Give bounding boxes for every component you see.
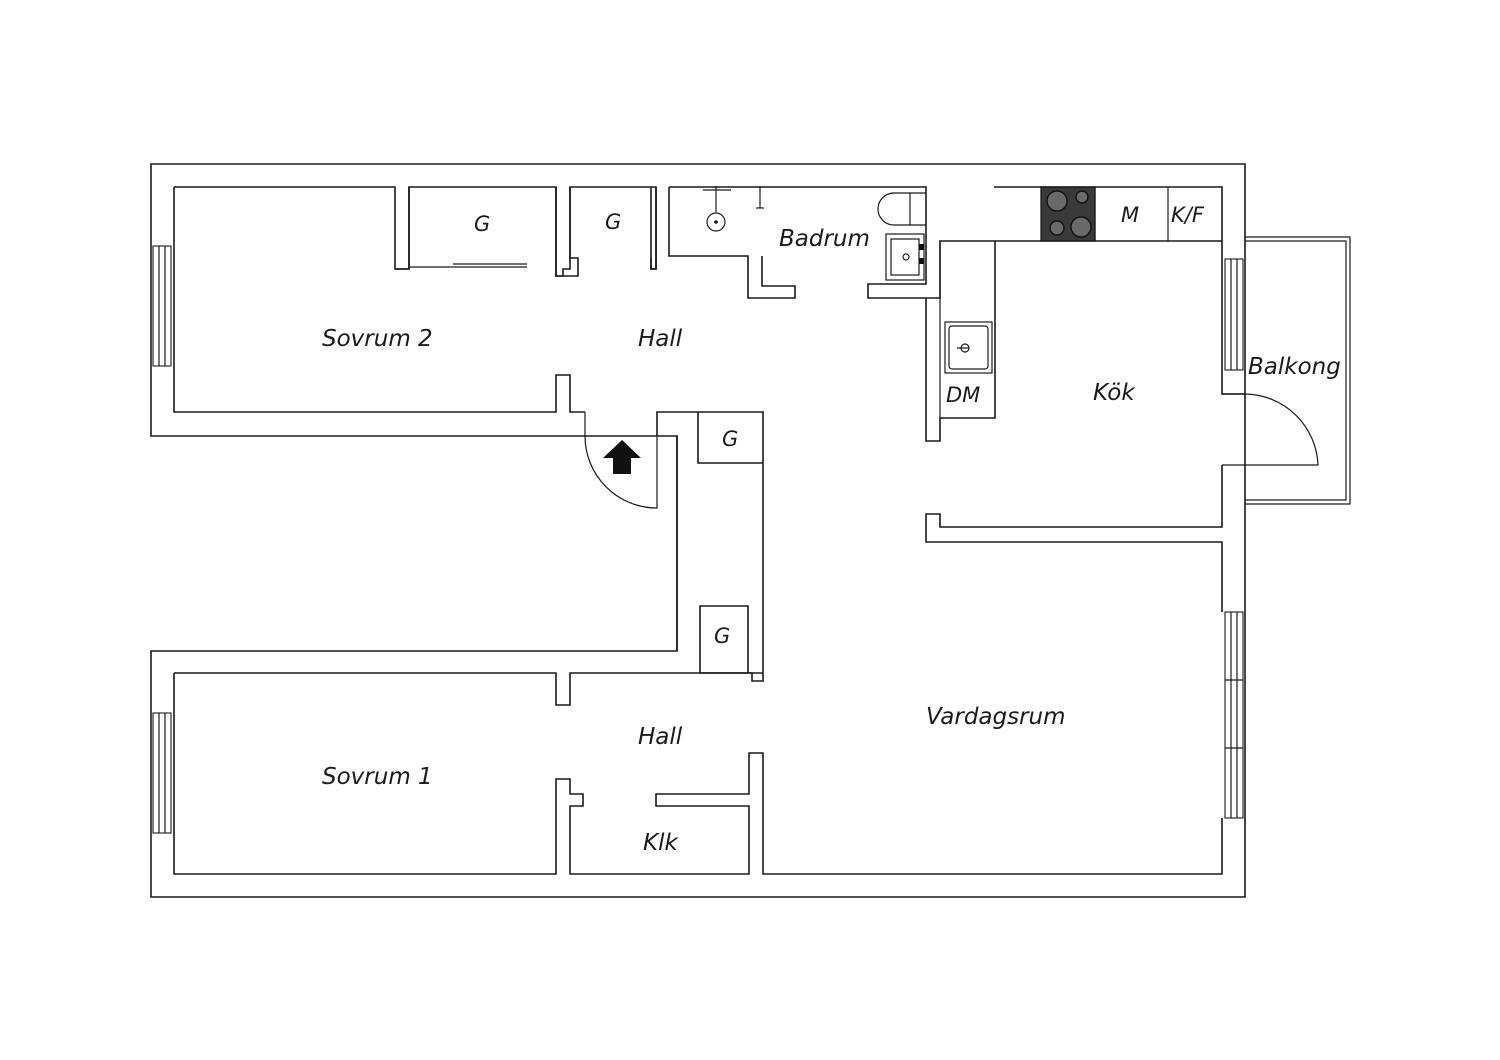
window-kok: [1224, 258, 1244, 371]
closet-label: G: [722, 427, 738, 451]
window-sovrum2: [152, 245, 172, 367]
room-label-hall-top: Hall: [638, 326, 683, 352]
room-label-sovrum1: Sovrum 1: [322, 764, 433, 790]
inner-walls: [173, 186, 1245, 875]
room-label-badrum: Badrum: [779, 226, 870, 252]
balcony-door: [1222, 393, 1319, 466]
room-labels: Sovrum 2 Hall Badrum Kök Balkong Vardags…: [322, 226, 1341, 856]
fridge-freezer-label: K/F: [1171, 203, 1205, 227]
room-label-sovrum2: Sovrum 2: [322, 326, 433, 352]
closet-label: G: [714, 624, 730, 648]
room-label-hall-bottom: Hall: [638, 724, 683, 750]
microwave-label: M: [1121, 203, 1139, 227]
washbasin-icon: [885, 233, 925, 281]
fixture-labels: G G G G DM M K/F: [474, 203, 1205, 648]
stove-icon: [1040, 186, 1096, 242]
balcony: [1245, 236, 1351, 505]
room-label-balkong: Balkong: [1248, 354, 1341, 380]
shower-icon: [703, 186, 764, 232]
doors: [409, 263, 1319, 509]
windows: [152, 245, 1244, 834]
dishwasher-label: DM: [946, 383, 980, 407]
entrance-arrow-icon: [603, 440, 641, 474]
closet-label: G: [474, 212, 490, 236]
closet-label: G: [605, 210, 621, 234]
room-label-kok: Kök: [1093, 380, 1136, 406]
room-label-vardagsrum: Vardagsrum: [926, 704, 1066, 730]
toilet-icon: [877, 192, 926, 226]
entrance-door: [584, 412, 658, 509]
room-label-klk: Klk: [643, 830, 679, 856]
window-vardagsrum: [1224, 611, 1244, 819]
outer-walls: [150, 163, 1246, 898]
window-sovrum1: [152, 712, 172, 834]
kitchen-sink-icon: [944, 321, 993, 374]
